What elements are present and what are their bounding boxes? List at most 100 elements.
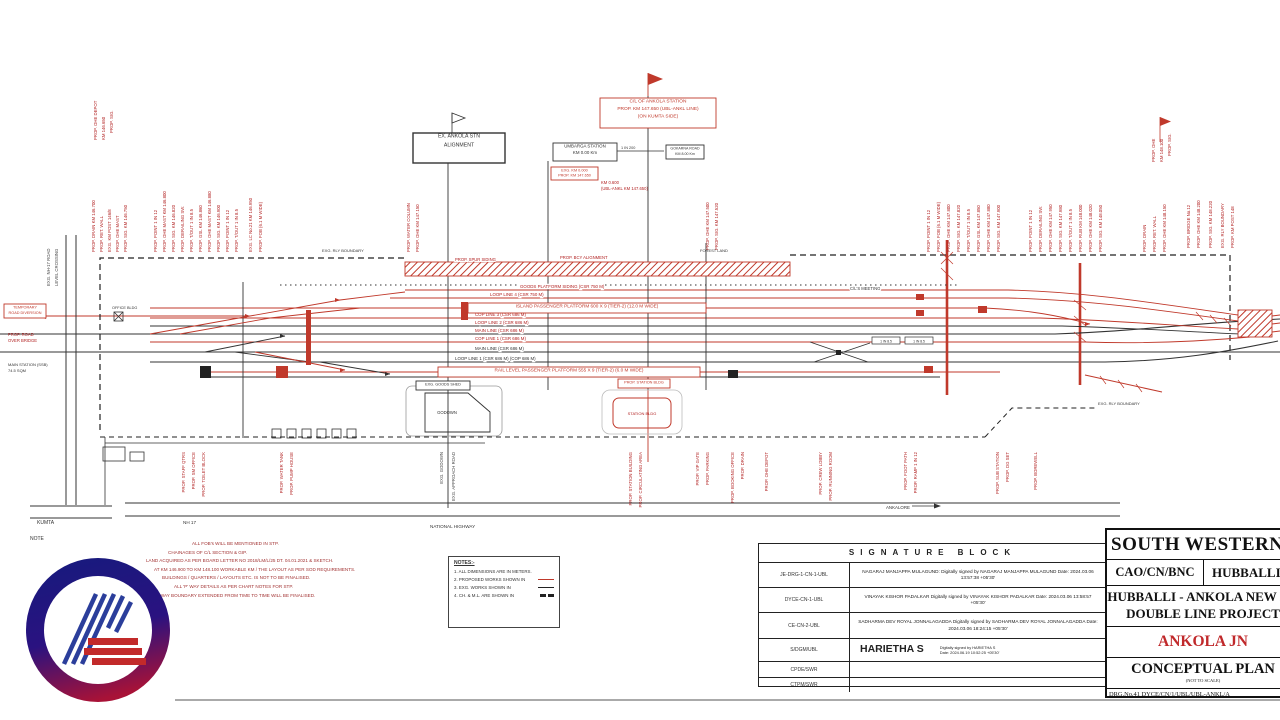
chainage-label: PROP. RET. WALL — [1152, 215, 1157, 252]
drawing-label: MAIN STATION (SSB) — [8, 362, 48, 367]
drawing-label: EXG. RLY BOUNDARY — [322, 248, 364, 253]
legend-item-text: 2. PROPOSED WORKS SHOWN IN — [454, 576, 526, 582]
schematic-path — [245, 314, 250, 318]
signature-value-cell: HARIETHA S Digitally signed by HARIETHA S… — [850, 639, 1106, 661]
chainage-label: PROP. PARKING — [705, 451, 710, 485]
chainage-label: KM 148.100 — [1159, 138, 1164, 162]
logo-graphic — [26, 558, 170, 702]
label-box-text: EX. ANKOLA STN — [438, 134, 480, 140]
schematic-rect — [113, 311, 124, 322]
label-box — [550, 166, 599, 181]
chainage-label: PROP. OHE KM 148.200 — [1196, 200, 1201, 248]
signature-value-cell: NAGARAJ MANJAPPA MULAGUND: Digitally sig… — [862, 568, 1094, 580]
general-note-line: CHAINAGES OF C/L SECTION & GIP. — [168, 549, 247, 555]
schematic-path — [1271, 322, 1280, 325]
chainage-label: PROP. SIG. KM 146.900 — [216, 204, 221, 252]
schematic-path — [940, 251, 954, 281]
legend-item-text: 4. CH. & M.L. ARE SHOWN IN — [454, 593, 515, 599]
news-channel-logo — [24, 556, 172, 704]
schematic-path — [1085, 322, 1090, 326]
label-box — [467, 302, 707, 314]
chainage-label: PROP. T/OUT 1 IN 8.5 — [1068, 208, 1073, 252]
signature-role-cell: CTPM/SWR — [759, 678, 850, 692]
chainage-label: LEVEL CROSSING — [54, 248, 59, 286]
label-box-text: GOKARNA ROAD — [670, 147, 700, 151]
chainage-label: PROP. FOB (6.1 M WIDE) — [936, 201, 941, 252]
schematic-path — [648, 73, 663, 85]
legend-item-text: 3. EXG. WORKS SHOWN IN — [454, 584, 511, 590]
signatory-name: HARIETHA S — [860, 643, 924, 656]
schematic-rect — [916, 310, 924, 316]
schematic-path — [179, 307, 361, 335]
note-tag: NOTE — [30, 536, 44, 542]
schematic-path — [280, 334, 285, 338]
signature-value-cell — [850, 662, 1106, 677]
drawing-label: ANKALORE — [886, 505, 910, 510]
schematic-rect — [461, 302, 468, 320]
schematic-path — [451, 112, 467, 124]
signature-row: CTPM/SWR — [759, 678, 1106, 692]
chainage-label: PROP. T/OUT 1 IN 8.5 — [966, 208, 971, 252]
schematic-path — [1160, 117, 1171, 126]
signature-role-cell: CE-CN-2-UBL — [759, 613, 850, 638]
general-note-line: ALL FOB's WILL BE MENTIONED IN STP. — [192, 541, 279, 546]
schematic-path — [149, 291, 406, 335]
schematic-rect — [200, 366, 211, 378]
schematic-rect — [102, 446, 126, 462]
label-box-text: (ON KUMTA SIDE) — [638, 114, 679, 120]
schematic-path — [113, 311, 124, 322]
schematic-rect — [601, 389, 683, 435]
legend-item: 2. PROPOSED WORKS SHOWN IN — [454, 577, 554, 582]
signature-value-cell: SADHARMA DEV ROYAL JONNALAGADDA Digitall… — [858, 619, 1098, 631]
chainage-label: PROP. RUB KM 148.000 — [1078, 204, 1083, 252]
signature-role-cell: S/DGM/UBL — [759, 639, 850, 661]
project-line-1: HUBBALLI - ANKOLA NEW BG — [1107, 589, 1280, 604]
drawing-label: LOOP LINE 2 (CSR 686 M) — [475, 320, 529, 325]
schematic-path — [99, 257, 405, 430]
schematic-rect — [301, 428, 312, 439]
drawing-label: MAIN LINE (CSR 686 M) — [475, 328, 524, 333]
schematic-rect — [316, 428, 327, 439]
schematic-rect — [286, 428, 297, 439]
schematic-path — [1271, 330, 1280, 333]
label-box — [552, 142, 618, 162]
schematic-path — [340, 368, 345, 372]
schematic-rect — [871, 336, 901, 345]
chainage-label: PROP. BOOKING OFFICE — [730, 452, 735, 503]
schematic-rect — [904, 336, 934, 345]
chainage-label: PROP. STATION BUILDING — [628, 451, 633, 505]
drawing-label: GOODS PLATFORM SIDING (CSR 750 M) — [520, 284, 605, 289]
project-name: HUBBALLI - ANKOLA NEW BG DOUBLE LINE PRO… — [1107, 586, 1280, 627]
signature-detail: Digitally signed by HARIETHA S Date: 202… — [939, 644, 1000, 655]
chainage-label: PROP. OHE DEPOT — [93, 100, 98, 140]
chainage-label: PROP. SIG. KM 146.820 — [171, 204, 176, 252]
chainage-label: PROP. STAFF QTRS — [181, 452, 186, 493]
chainage-label: PROP. SIG. KM 148.220 — [1208, 200, 1213, 248]
label-box-text: PROP. KM 147.650 (UBL-ANKL LINE) — [617, 106, 699, 112]
schematic-rect — [346, 428, 357, 439]
schematic-path — [385, 372, 390, 376]
chainage-label: PROP. SM OFFICE — [191, 452, 196, 490]
railway-name: SOUTH WESTERN RAILWAY — [1107, 530, 1280, 560]
chainage-label: PROP. POINT 1 IN 12 — [153, 209, 158, 252]
chainage-label: PROP. SIG. KM 147.820 — [956, 204, 961, 252]
chainage-label: PROP. KM POST 148 — [1230, 206, 1235, 248]
general-note-line: LAND ACQUIRED AS PER BOARD LETTER NO 201… — [146, 558, 334, 564]
schematic-path — [813, 342, 871, 363]
drawing-label: COP LINE 1 (CSR 686 M) — [475, 336, 526, 341]
chainage-label: EXG. NH-17 ROAD — [46, 249, 51, 287]
drawing-label: NATIONAL HIGHWAY — [430, 524, 475, 529]
drawing-label: EXG. RLY BOUNDARY — [1098, 401, 1140, 406]
drawing-label: MAIN LINE (CSR 686 M) — [475, 346, 524, 351]
station-name: ANKOLA JN — [1107, 627, 1280, 658]
schematic-rect — [728, 370, 738, 378]
chainage-label: PROP. DRAIN — [1142, 225, 1147, 252]
chainage-label: PROP. SIG. KM 147.520 — [714, 202, 719, 250]
schematic-path — [934, 503, 941, 509]
